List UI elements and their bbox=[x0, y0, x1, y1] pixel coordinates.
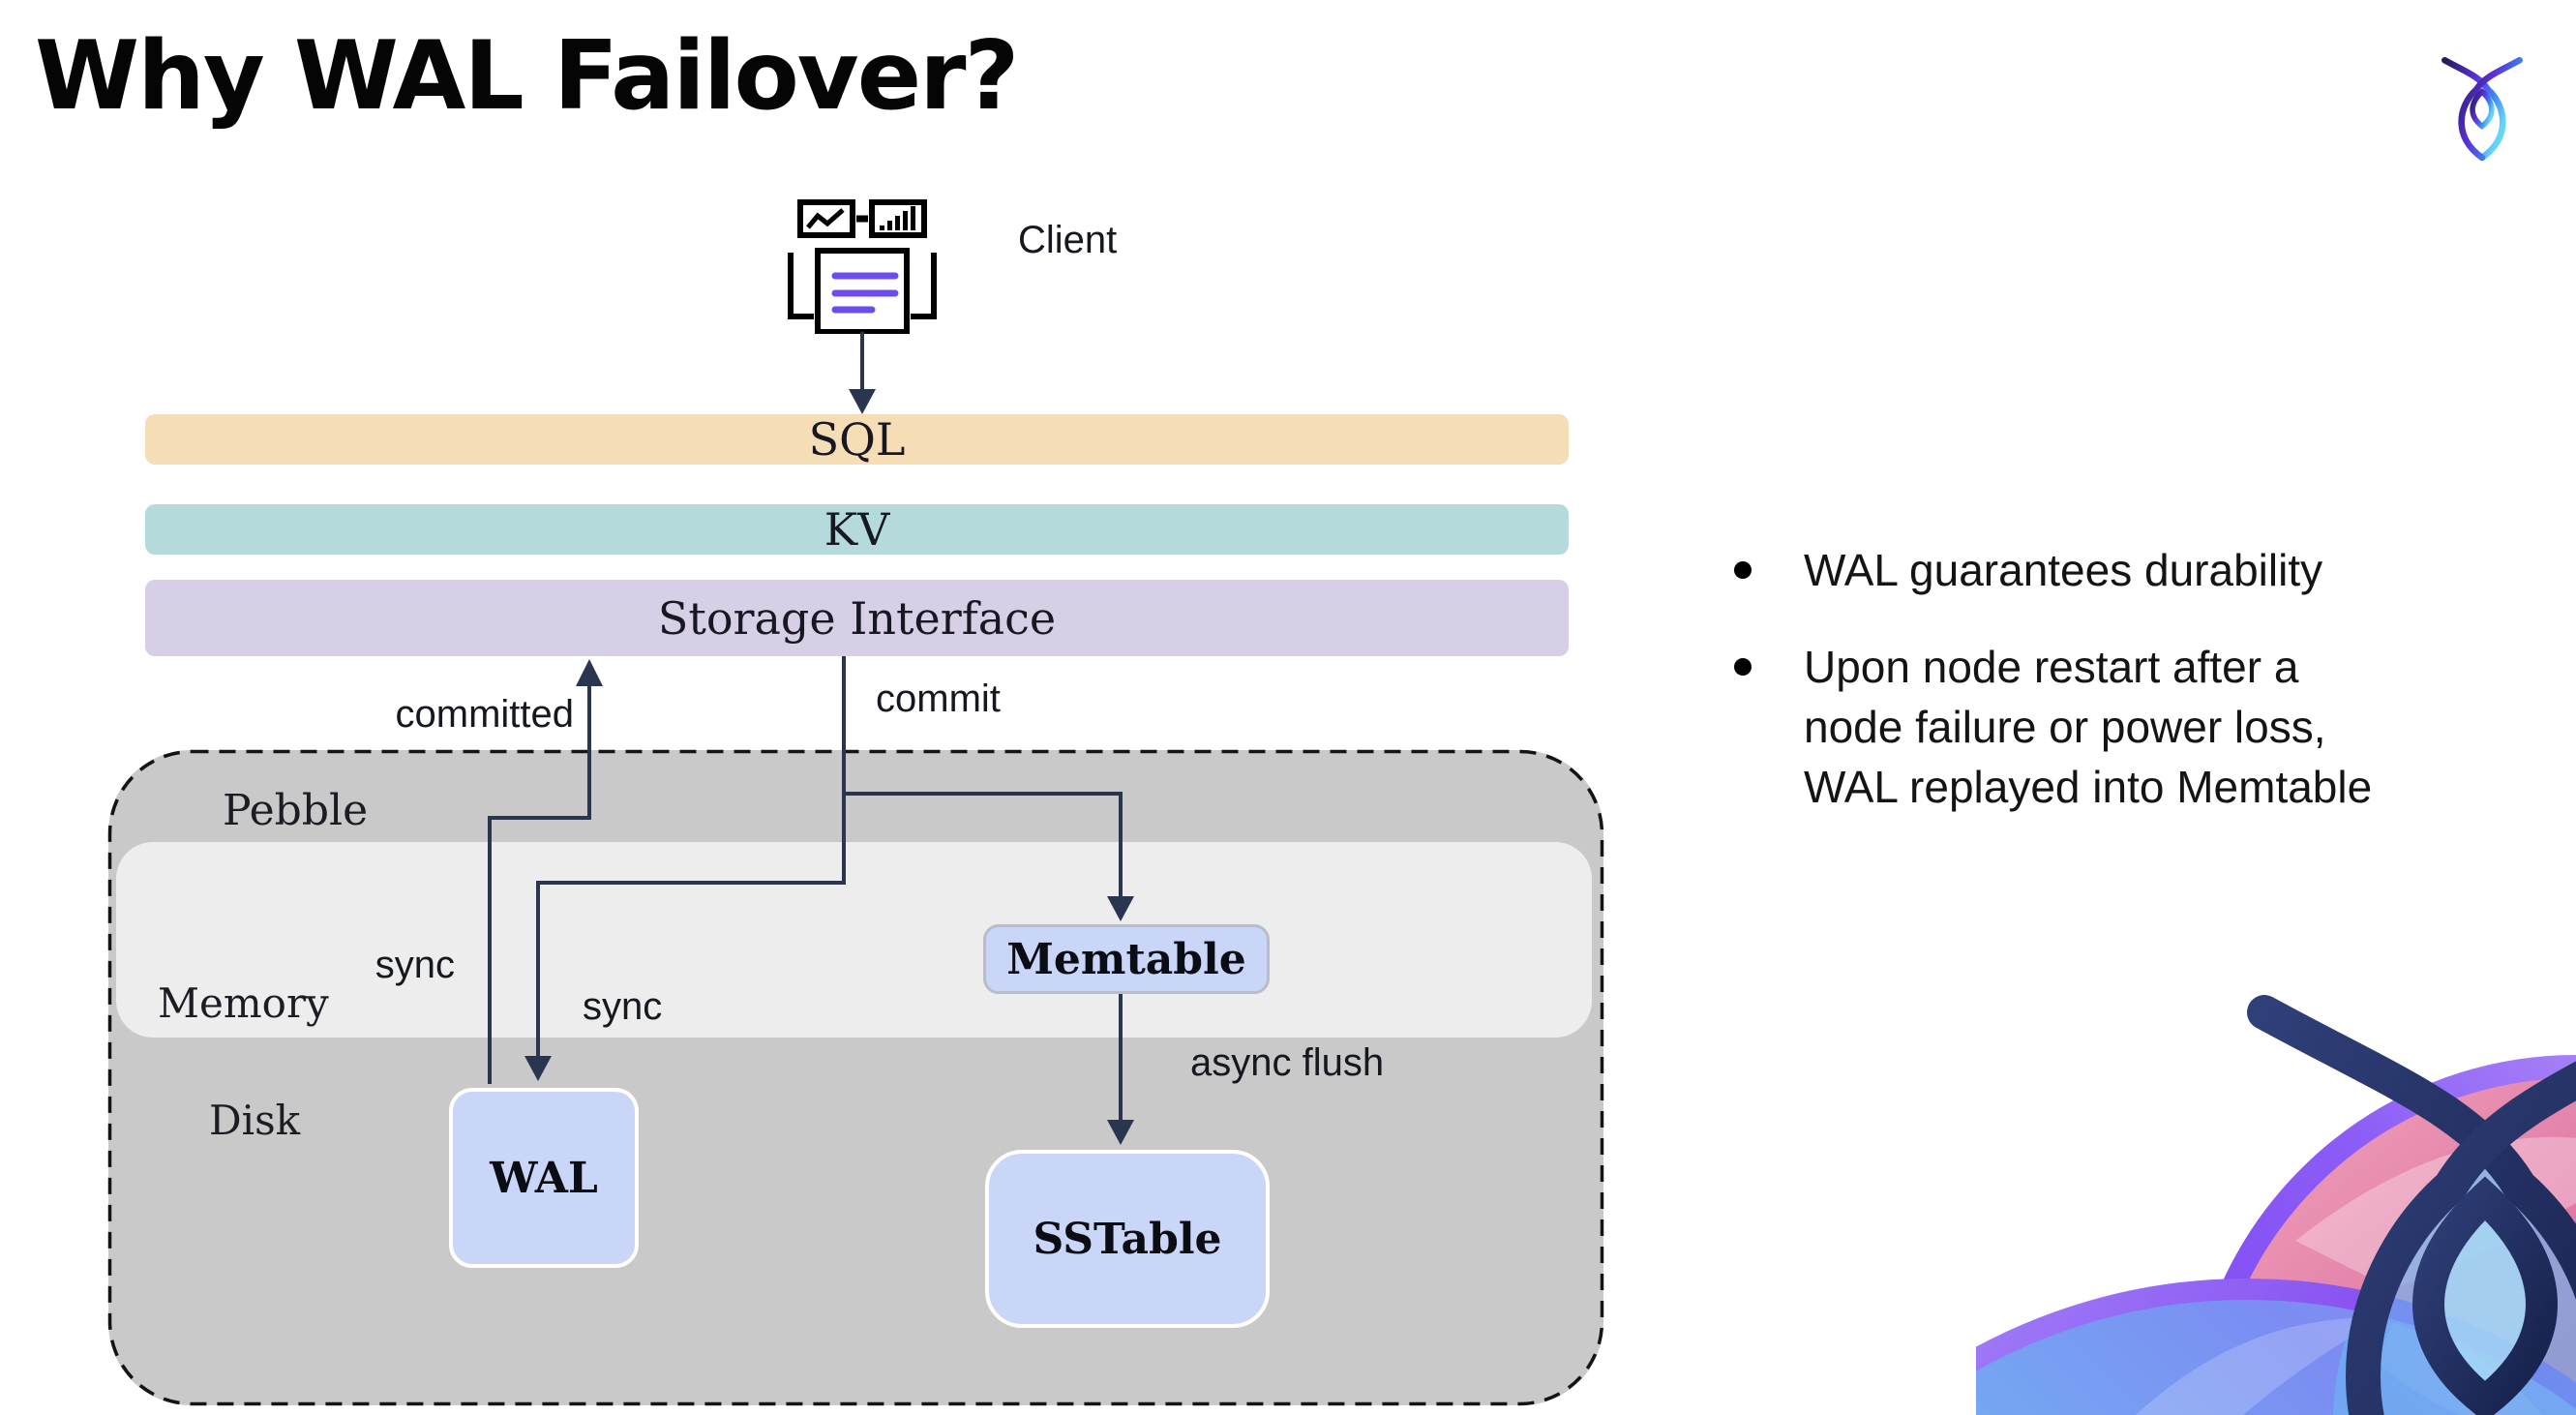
arrowhead-flush bbox=[1107, 1120, 1134, 1145]
bullet-dot bbox=[1734, 561, 1752, 579]
memory-region-label: Memory bbox=[158, 979, 329, 1027]
chart-bars-mini-icon bbox=[869, 199, 927, 238]
pebble-dashed-border bbox=[107, 749, 1604, 1406]
storage-interface-label: Storage Interface bbox=[657, 591, 1057, 645]
arrowhead-sync bbox=[524, 1056, 552, 1081]
arrow-commit-to-memtable bbox=[844, 792, 1123, 904]
kv-layer-bar: KV bbox=[145, 503, 1569, 556]
bullet-dot bbox=[1734, 658, 1752, 676]
cockroachdb-logo-icon bbox=[2437, 46, 2528, 163]
sql-layer-label: SQL bbox=[808, 413, 906, 466]
memory-region bbox=[116, 842, 1592, 1038]
storage-interface-bar: Storage Interface bbox=[145, 580, 1569, 656]
arrowhead-committed bbox=[576, 659, 603, 686]
wal-node-label: WAL bbox=[490, 1153, 598, 1203]
arrowhead-client bbox=[849, 389, 876, 414]
sync-left-edge-label: sync bbox=[374, 944, 455, 986]
arrow-sync-to-wal bbox=[536, 656, 846, 1064]
sql-layer-bar: SQL bbox=[145, 413, 1569, 466]
sstable-node: SSTable bbox=[985, 1150, 1270, 1328]
list-item: WAL guarantees durability bbox=[1724, 540, 2557, 600]
disk-region-label: Disk bbox=[209, 1097, 301, 1144]
chart-line-mini-icon bbox=[797, 199, 855, 238]
sstable-node-label: SSTable bbox=[1033, 1214, 1222, 1264]
page-title: Why WAL Failover? bbox=[35, 21, 1019, 132]
kv-layer-label: KV bbox=[824, 503, 890, 556]
bullet-list: WAL guarantees durability Upon node rest… bbox=[1724, 540, 2557, 817]
arrowhead-commit bbox=[1107, 896, 1134, 921]
sync-right-edge-label: sync bbox=[583, 985, 663, 1028]
pebble-region-label: Pebble bbox=[223, 786, 369, 835]
list-item: Upon node restart after a node failure o… bbox=[1724, 637, 2557, 817]
async-flush-edge-label: async flush bbox=[1190, 1041, 1385, 1084]
commit-edge-label: commit bbox=[876, 677, 1001, 720]
bullet-text: WAL guarantees durability bbox=[1804, 545, 2323, 595]
client-label: Client bbox=[1018, 219, 1118, 261]
wal-node: WAL bbox=[449, 1088, 639, 1268]
bullet-text: Upon node restart after a node failure o… bbox=[1804, 642, 2373, 812]
brand-art-graphic bbox=[1976, 989, 2576, 1415]
memtable-node-label: Memtable bbox=[1006, 934, 1246, 984]
arrow-committed bbox=[488, 676, 591, 1084]
committed-edge-label: committed bbox=[395, 693, 575, 736]
memtable-node: Memtable bbox=[983, 924, 1270, 994]
